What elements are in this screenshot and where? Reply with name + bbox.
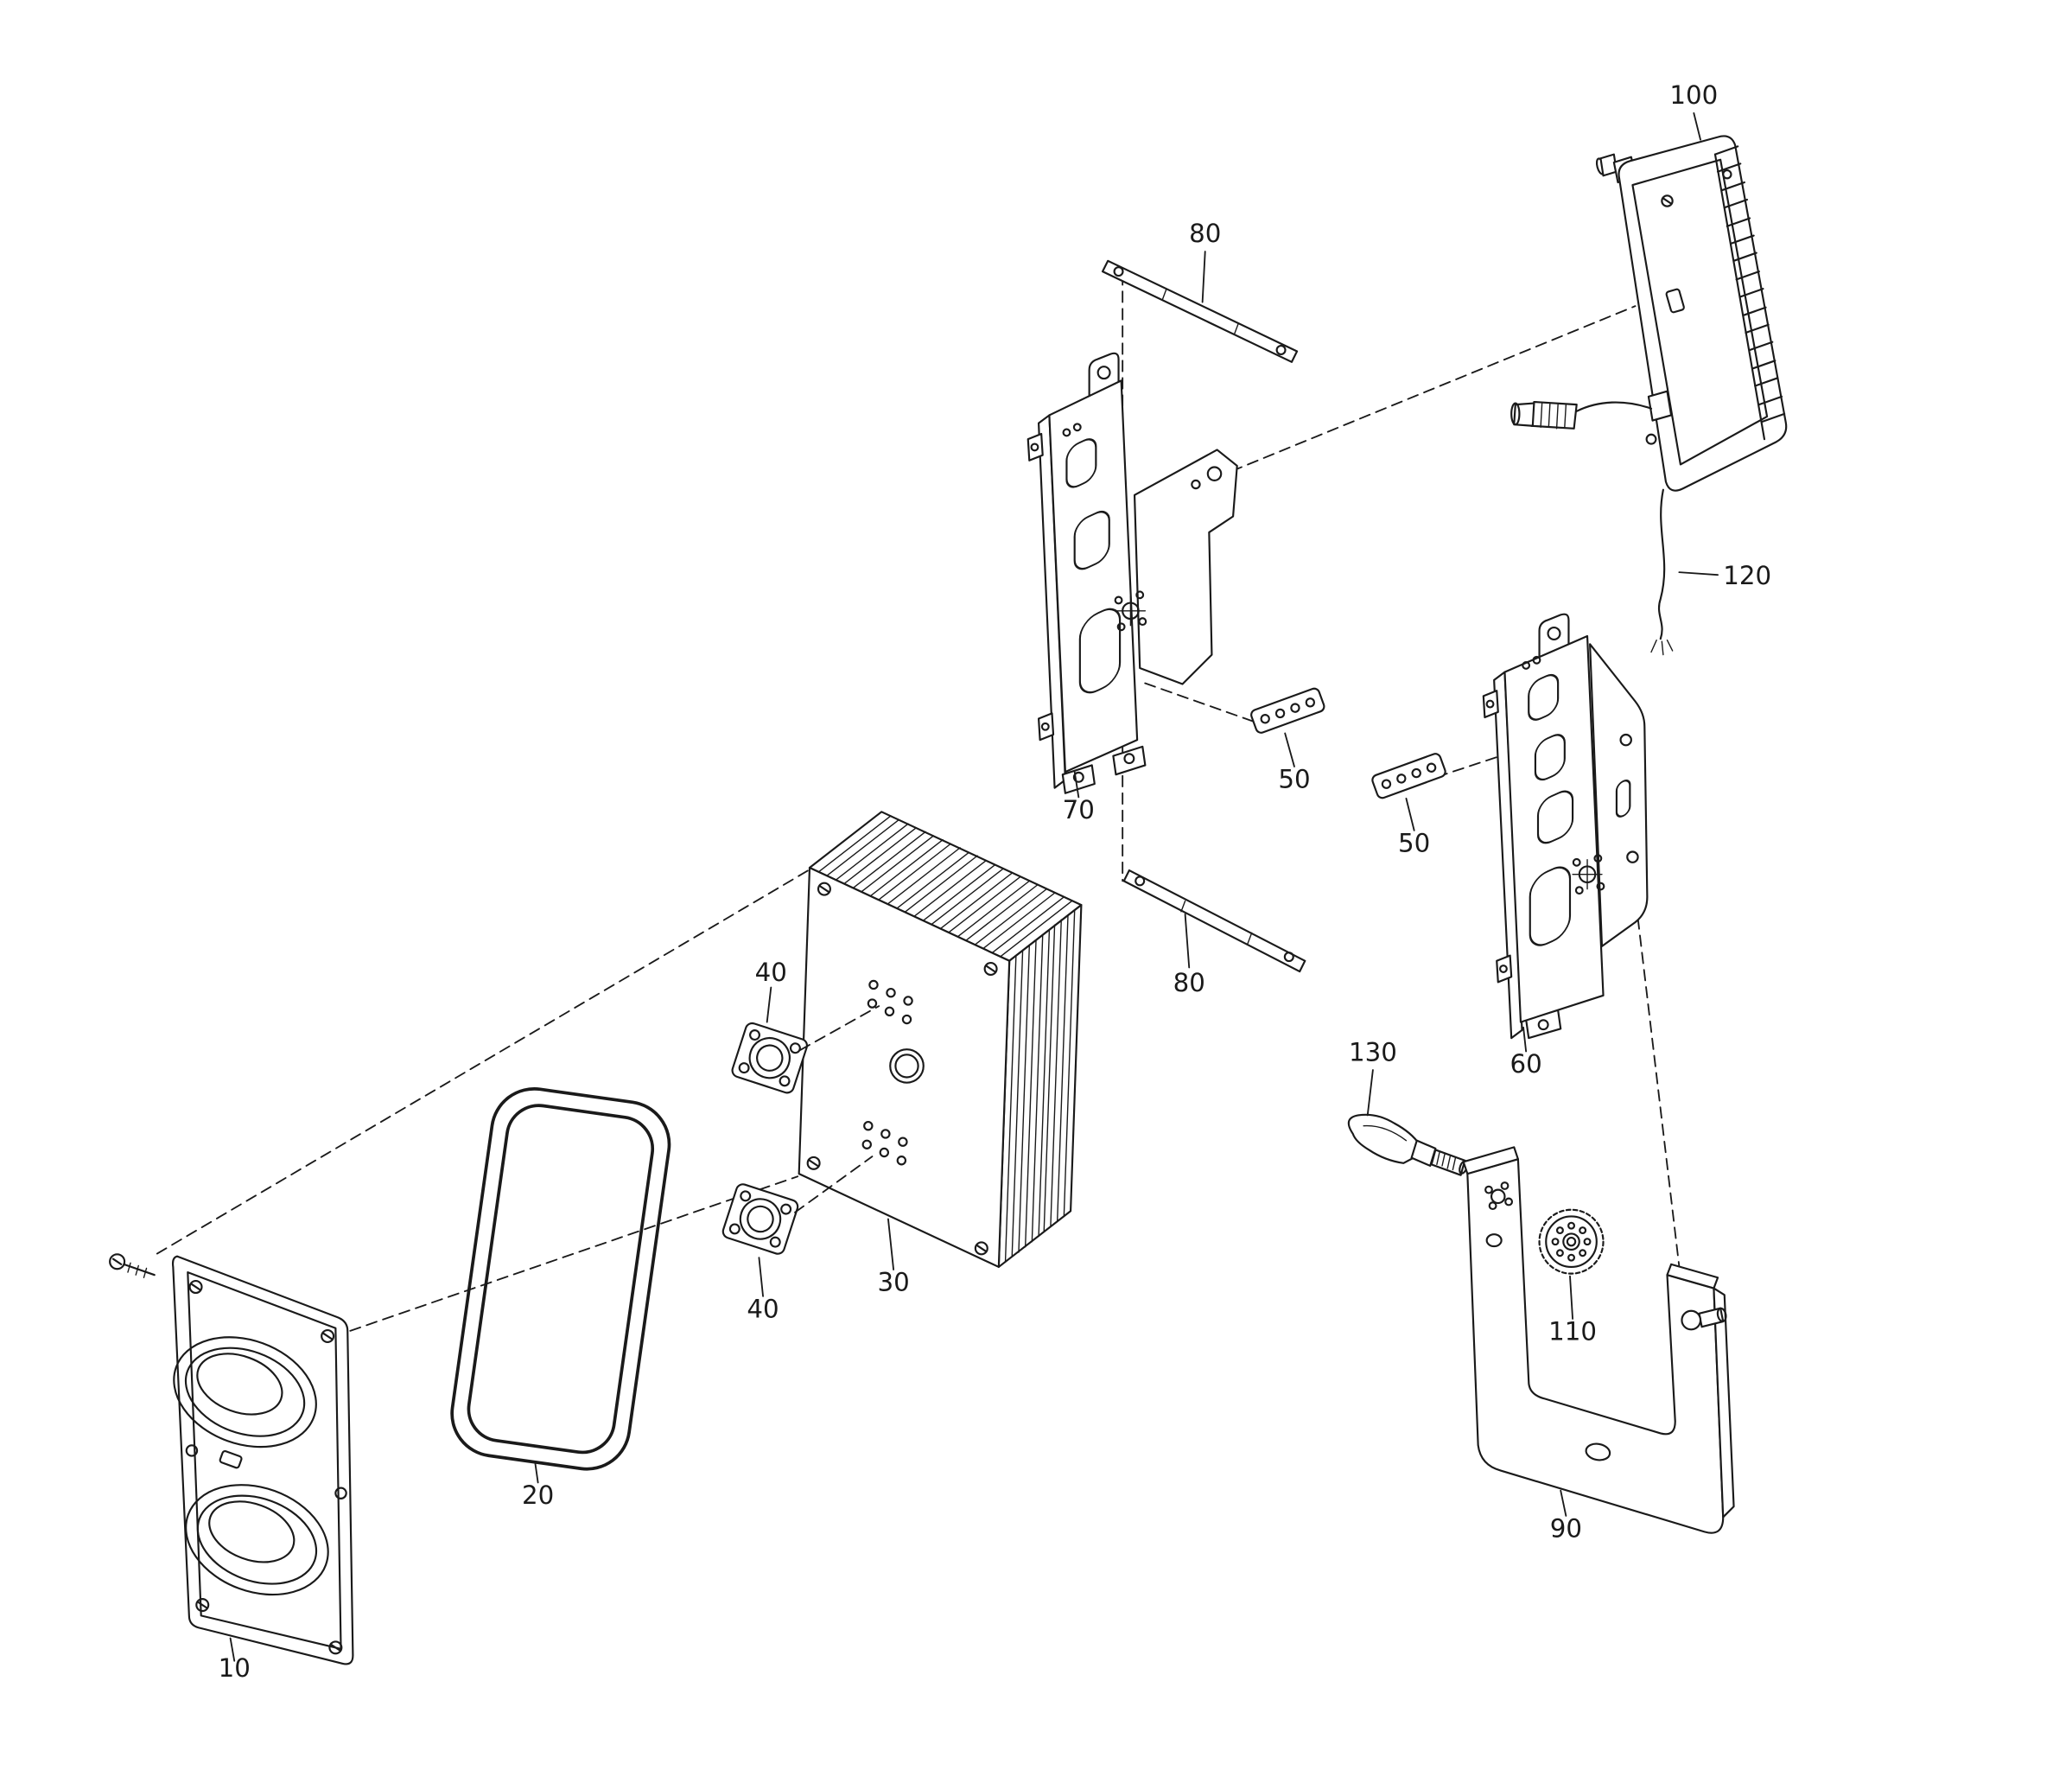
flange-axis-lines [794, 1005, 880, 1213]
svg-text:80: 80 [1173, 968, 1205, 997]
part-110-gear [1538, 1208, 1605, 1275]
svg-text:80: 80 [1189, 219, 1221, 248]
part-50-spacer-strip-right [1371, 753, 1446, 799]
part-label-50-right: 50 [1398, 797, 1430, 858]
part-60-mounting-bracket-right [1482, 613, 1649, 1040]
svg-text:50: 50 [1278, 765, 1310, 794]
heatsink-fins-top [809, 811, 1073, 958]
part-label-40-lower: 40 [747, 1257, 779, 1323]
arm-pin [1681, 1307, 1727, 1331]
svg-text:50: 50 [1398, 829, 1430, 858]
part-labels: 10 20 30 40 40 50 [219, 80, 1771, 1683]
part-label-110: 110 [1548, 1275, 1597, 1347]
part-130-clamp-lever [1347, 1113, 1469, 1176]
part-label-130: 130 [1349, 1037, 1397, 1117]
part-30-heatsink-housing [798, 811, 1083, 1269]
part-40-flange-upper [731, 1022, 809, 1094]
svg-text:60: 60 [1510, 1049, 1542, 1079]
svg-text:70: 70 [1063, 795, 1095, 825]
screw-icon [109, 1253, 156, 1278]
part-label-80-top: 80 [1189, 219, 1221, 303]
part-label-120: 120 [1678, 561, 1771, 590]
part-80-clamp-strip-bottom [1122, 869, 1306, 973]
part-label-50-left: 50 [1278, 732, 1311, 794]
svg-text:110: 110 [1548, 1317, 1597, 1347]
part-90-u-bracket [1462, 1146, 1735, 1534]
part-100-control-unit [1510, 135, 1788, 492]
part-120-cable [1650, 488, 1674, 656]
part-label-40-upper: 40 [755, 958, 787, 1023]
svg-text:130: 130 [1349, 1037, 1397, 1066]
part-label-90: 90 [1550, 1489, 1582, 1544]
part-label-70: 70 [1063, 771, 1095, 825]
part-10-front-cover [109, 1253, 354, 1665]
svg-text:20: 20 [522, 1480, 554, 1510]
svg-text:10: 10 [219, 1653, 251, 1683]
svg-text:40: 40 [755, 958, 787, 987]
part-label-100: 100 [1669, 80, 1718, 141]
part-label-80-bottom: 80 [1173, 913, 1205, 997]
svg-text:40: 40 [747, 1294, 779, 1323]
part-50-spacer-strip-left [1250, 687, 1325, 734]
cable-connector-icon [1510, 400, 1578, 430]
svg-text:90: 90 [1550, 1514, 1582, 1544]
part-20-gasket [450, 1087, 671, 1471]
svg-text:100: 100 [1669, 80, 1718, 110]
svg-text:30: 30 [877, 1268, 909, 1297]
part-label-20: 20 [522, 1462, 554, 1510]
cable-pigtail [1575, 401, 1653, 412]
part-label-60: 60 [1510, 1026, 1542, 1079]
cooling-ribs [1713, 145, 1786, 423]
part-label-30: 30 [877, 1218, 910, 1297]
svg-text:120: 120 [1723, 561, 1771, 590]
part-label-10: 10 [219, 1637, 251, 1683]
part-70-mounting-bracket-left [1026, 352, 1238, 794]
part-40-flange-lower [721, 1183, 799, 1255]
part-80-clamp-strip-top [1101, 259, 1299, 363]
